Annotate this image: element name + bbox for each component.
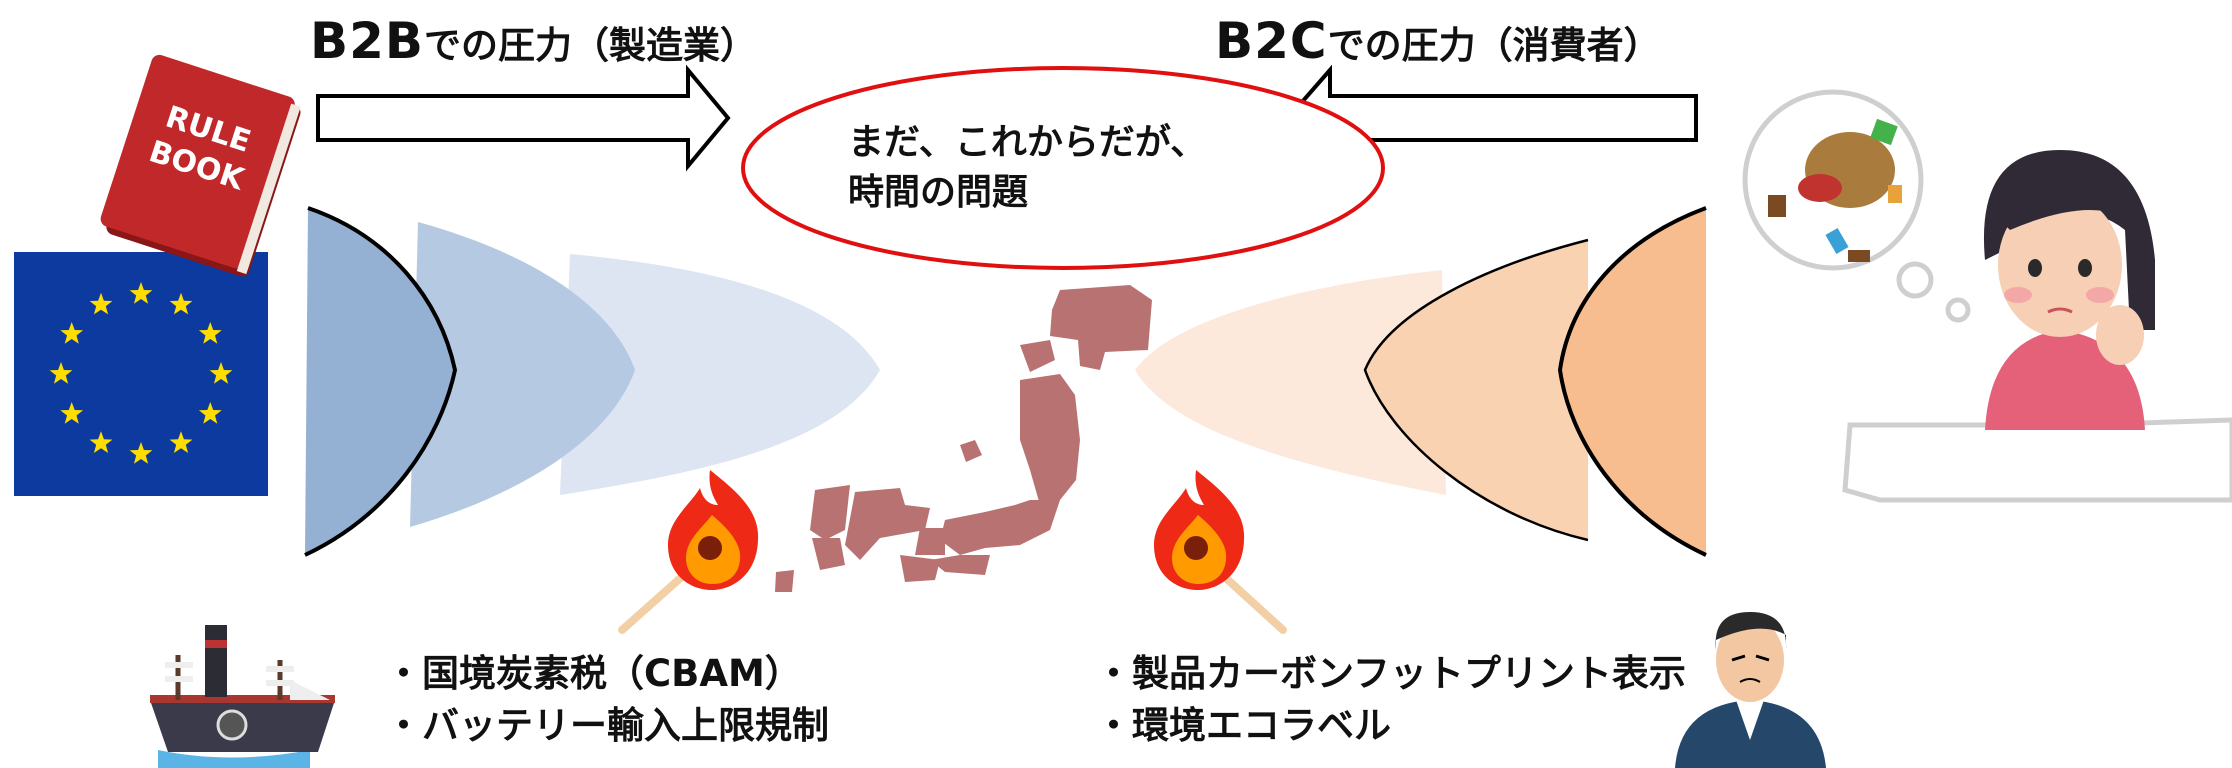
b2c-item-eco-label: ・環境エコラベル: [1095, 704, 1391, 747]
left-match-flame-icon: [618, 470, 759, 634]
eu-star-icon: [209, 362, 233, 384]
eu-star-icon: [89, 431, 113, 453]
eu-star-icon: [129, 282, 153, 304]
callout-line-2: 時間の問題: [848, 172, 1029, 213]
samurai-icon: [1675, 612, 1826, 768]
eu-flag-icon: [14, 252, 268, 496]
eu-star-icon: [198, 322, 222, 344]
b2c-item-carbon-footprint: ・製品カーボンフットプリント表示: [1095, 652, 1686, 695]
eu-star-icon: [198, 402, 222, 424]
steamship-icon: [150, 625, 335, 768]
b2b-arrow: [316, 64, 731, 172]
callout-line-1: まだ、これからだが、: [848, 122, 1207, 163]
eu-star-icon: [89, 292, 113, 315]
center-callout-oval: [741, 66, 1385, 270]
thinking-girl-icon: [1742, 89, 2232, 503]
center-callout-text: まだ、これからだが、 時間の問題: [848, 118, 1206, 218]
eu-star-icon: [49, 362, 73, 384]
eu-star-icon: [169, 292, 193, 315]
right-match-flame-icon: [1154, 470, 1287, 634]
b2b-item-battery-limit: ・バッテリー輸入上限規制: [385, 704, 829, 747]
b2b-header-suffix: での圧力（製造業）: [424, 24, 758, 67]
b2c-pressure-waves: [1135, 206, 1707, 557]
b2b-header: B2Bでの圧力（製造業）: [310, 12, 757, 70]
b2b-regulation-list: ・国境炭素税（CBAM） ・バッテリー輸入上限規制: [385, 648, 829, 752]
b2c-header: B2Cでの圧力（消費者）: [1215, 12, 1661, 70]
b2c-header-suffix: での圧力（消費者）: [1327, 24, 1661, 67]
b2b-item-cbam: ・国境炭素税（CBAM）: [385, 652, 802, 695]
eu-star-icon: [169, 431, 193, 453]
eu-star-icon: [129, 442, 153, 464]
rulebook-icon: RULE BOOK: [100, 54, 301, 277]
eu-star-icon: [60, 322, 84, 344]
eu-star-icon: [60, 402, 84, 424]
b2c-header-main: B2C: [1215, 12, 1328, 70]
b2c-requirement-list: ・製品カーボンフットプリント表示 ・環境エコラベル: [1095, 648, 1686, 752]
japan-map-icon: [775, 285, 1152, 592]
b2b-pressure-waves: [304, 206, 880, 557]
b2b-header-main: B2B: [310, 12, 425, 70]
